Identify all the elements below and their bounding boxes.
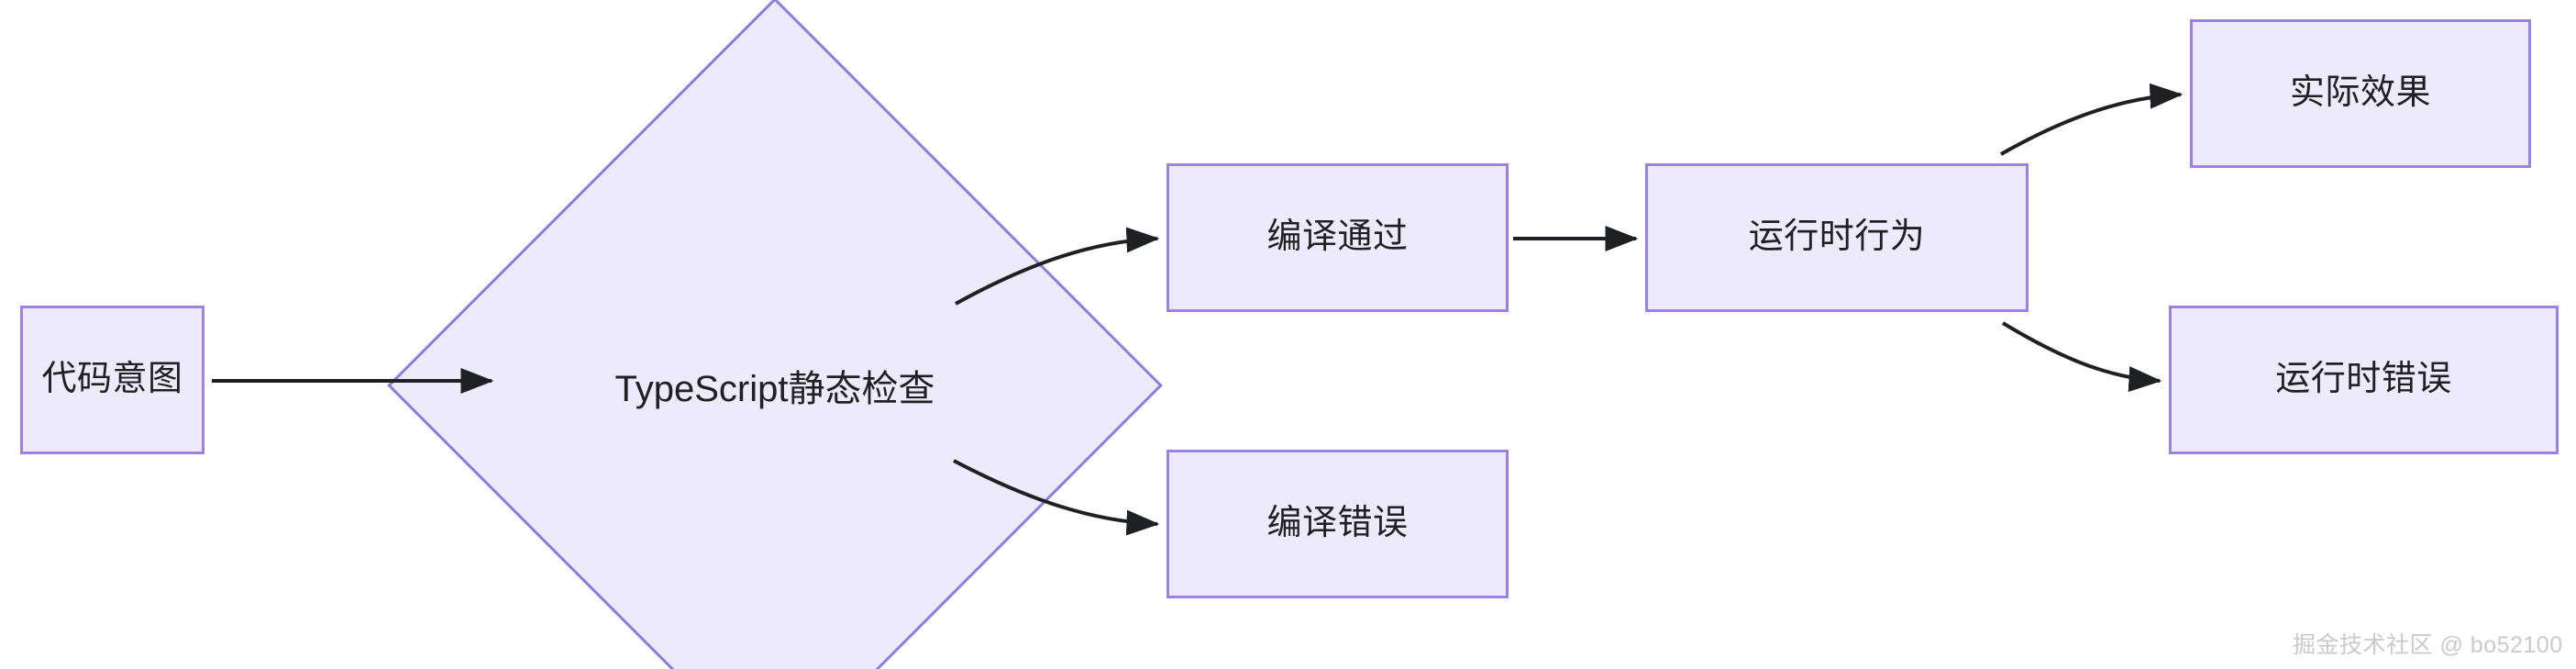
node-compile-error-label: 编译错误 xyxy=(1266,504,1409,543)
node-runtime-error-label: 运行时错误 xyxy=(2275,360,2452,399)
node-actual-effect-label: 实际效果 xyxy=(2289,73,2431,113)
node-compile-error[interactable]: 编译错误 xyxy=(1166,450,1509,598)
node-compile-pass-label: 编译通过 xyxy=(1266,217,1409,257)
node-runtime-behavior-label: 运行时行为 xyxy=(1748,217,1926,257)
edge-runtime-to-effect xyxy=(2000,83,2184,156)
node-runtime-behavior[interactable]: 运行时行为 xyxy=(1645,163,2029,312)
node-compile-pass[interactable]: 编译通过 xyxy=(1166,163,1509,312)
edge-runtime-to-rerror xyxy=(2001,321,2162,393)
node-typescript-static-check-label: TypeScript静态检查 xyxy=(614,369,935,409)
watermark: 掘金技术社区 @ bo52100 xyxy=(2293,632,2563,658)
node-actual-effect[interactable]: 实际效果 xyxy=(2190,19,2531,168)
node-code-intent[interactable]: 代码意图 xyxy=(20,306,205,454)
node-typescript-static-check[interactable]: TypeScript静态检查 xyxy=(387,0,1163,669)
node-runtime-error[interactable]: 运行时错误 xyxy=(2169,306,2559,454)
node-code-intent-label: 代码意图 xyxy=(41,360,183,399)
